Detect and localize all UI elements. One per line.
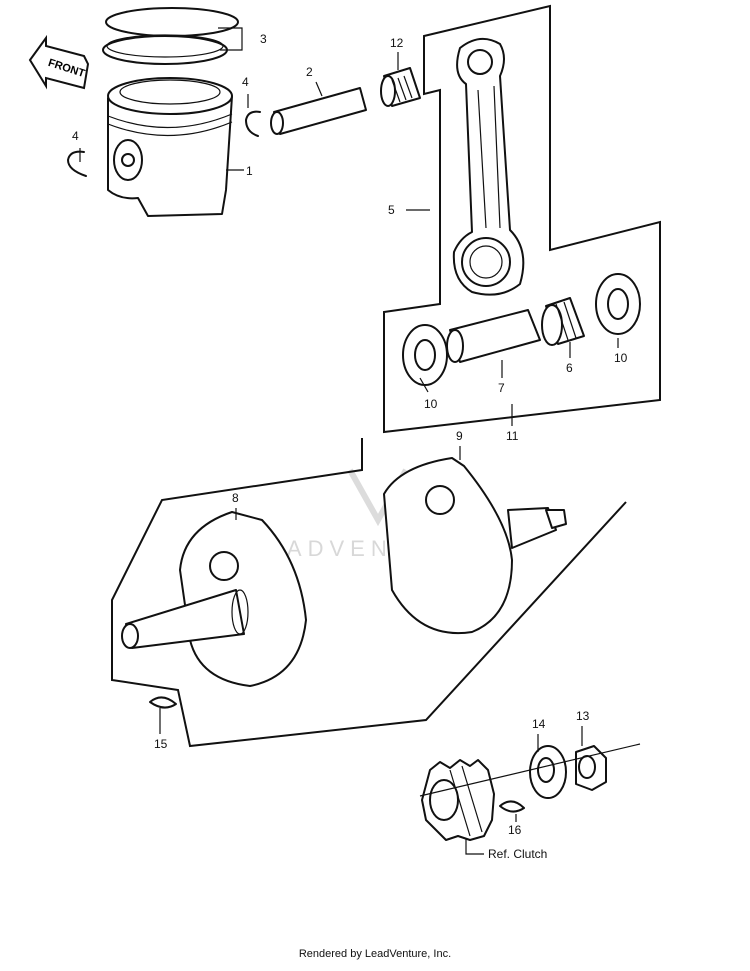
crankshaft-gear (421, 759, 495, 841)
callout-4-left: 4 (72, 129, 79, 143)
crank-pin (446, 309, 541, 363)
piston (107, 77, 233, 217)
callout-14: 14 (532, 717, 546, 731)
rod-kit-frame (383, 4, 661, 434)
callout-labels: 3 1 4 4 2 12 5 10 10 7 6 11 8 9 9 15 16 … (72, 32, 628, 861)
crankshaft-left (121, 511, 307, 687)
small-end-bearing (380, 67, 421, 107)
callout-13: 13 (576, 709, 590, 723)
footer-credit: Rendered by LeadVenture, Inc. (298, 948, 452, 960)
front-arrow-icon: FRONT (28, 34, 90, 90)
woodruff-key-15 (149, 696, 177, 709)
callout-2: 2 (306, 65, 313, 79)
piston-pin (270, 87, 367, 135)
callout-6: 6 (566, 361, 573, 375)
callout-8: 8 (232, 491, 239, 505)
shaft-centerline (419, 743, 641, 797)
callout-16: 16 (508, 823, 522, 837)
thrust-washer-left (402, 324, 448, 386)
crankshaft-frame (111, 438, 627, 748)
callout-9-label: 9 (456, 429, 463, 443)
connecting-rod (452, 37, 525, 296)
piston-rings (102, 7, 239, 65)
ref-clutch-label: Ref. Clutch (488, 847, 547, 861)
big-end-bearing (541, 297, 585, 346)
callout-7: 7 (498, 381, 505, 395)
leader-lines (79, 27, 619, 855)
callout-10-left: 10 (424, 397, 438, 411)
woodruff-key-16 (499, 800, 525, 813)
washer-14 (529, 745, 567, 799)
callout-11: 11 (506, 429, 519, 443)
callout-3: 3 (260, 32, 267, 46)
thrust-washer-right (595, 273, 641, 335)
callout-10-right: 10 (614, 351, 628, 365)
circlip-right (245, 110, 261, 137)
callout-1: 1 (246, 164, 253, 178)
callout-5: 5 (388, 203, 395, 217)
circlip-left (67, 150, 87, 177)
crankshaft-right (383, 457, 567, 634)
callout-12: 12 (390, 36, 404, 50)
callout-15: 15 (154, 737, 168, 751)
callout-4-right: 4 (242, 75, 249, 89)
